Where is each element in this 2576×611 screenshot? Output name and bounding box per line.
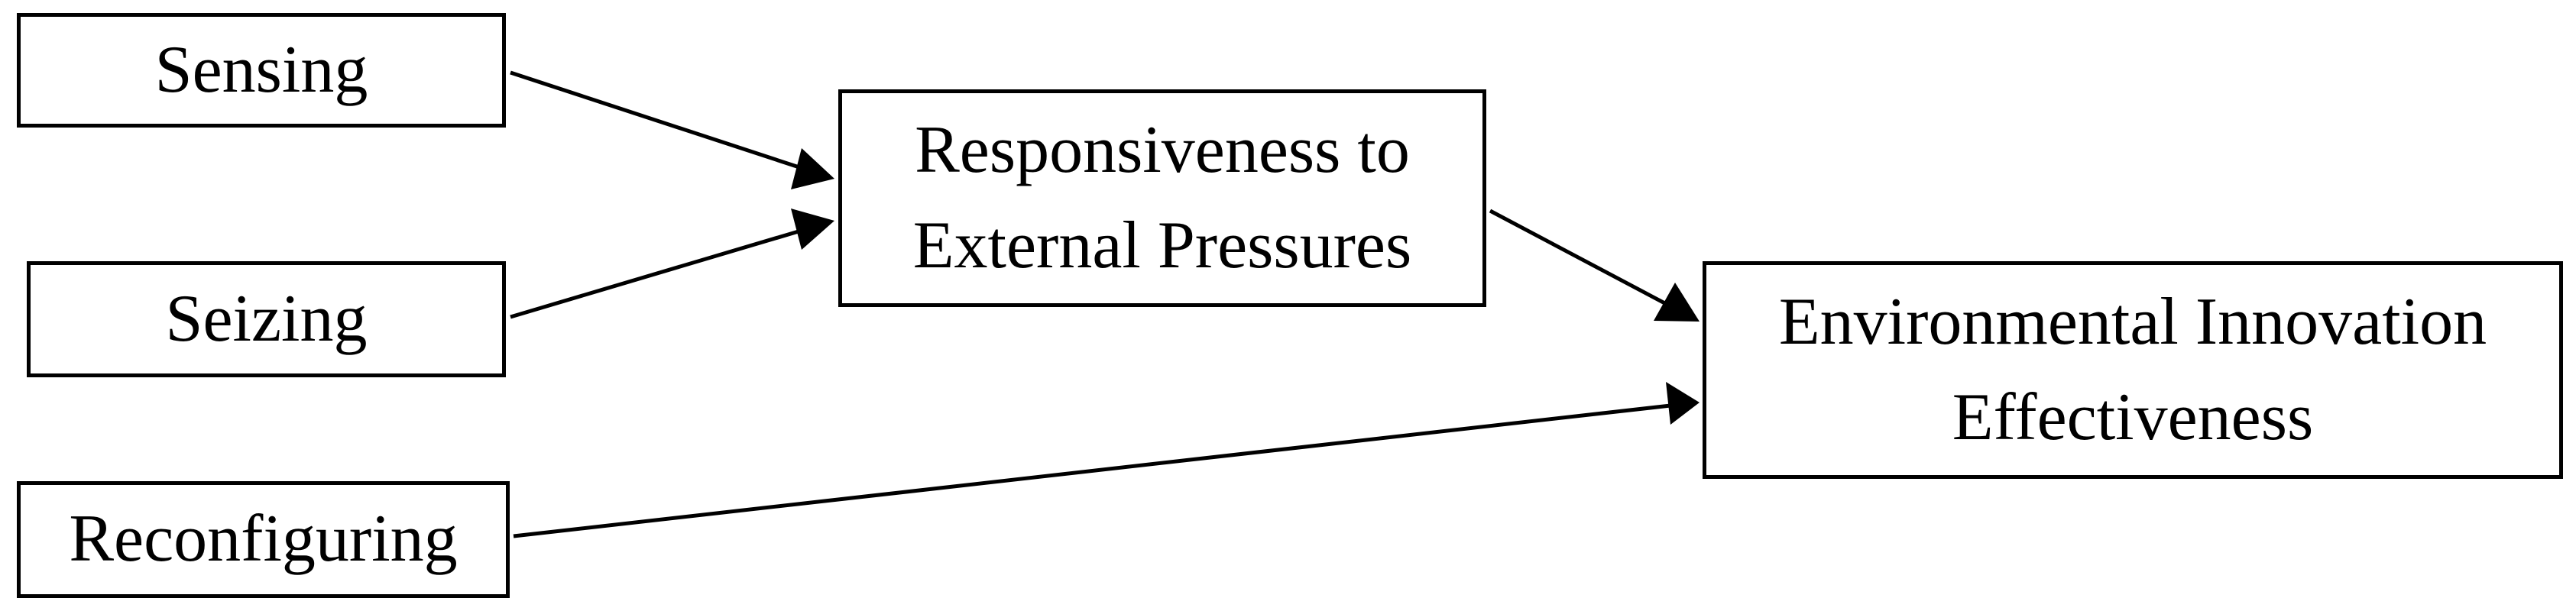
responsiveness-box: Responsiveness to External Pressures (838, 89, 1486, 307)
reconfiguring-label: Reconfiguring (69, 502, 458, 577)
seizing-label: Seizing (165, 281, 368, 356)
sensing-box: Sensing (17, 13, 506, 128)
arrow-sensing-to-responsiveness (510, 70, 834, 189)
arrowhead-icon (791, 148, 834, 189)
responsiveness-label-line-1: Responsiveness to (915, 112, 1410, 187)
arrow-responsiveness-to-effectiveness (1489, 209, 1700, 322)
effectiveness-label-line-2: Effectiveness (1952, 380, 2314, 454)
arrow-seizing-to-responsiveness (510, 209, 834, 319)
seizing-box: Seizing (27, 261, 506, 377)
responsiveness-label-line-2: External Pressures (912, 208, 1412, 283)
sensing-label: Sensing (154, 32, 368, 107)
arrowhead-icon (791, 209, 834, 250)
effectiveness-label-line-1: Environmental Innovation (1778, 284, 2487, 359)
arrowhead-icon (1666, 382, 1700, 425)
arrowhead-icon (1654, 283, 1700, 322)
effectiveness-box: Environmental Innovation Effectiveness (1703, 261, 2563, 479)
arrow-reconfiguring-to-effectiveness (513, 382, 1700, 538)
reconfiguring-box: Reconfiguring (17, 481, 510, 598)
